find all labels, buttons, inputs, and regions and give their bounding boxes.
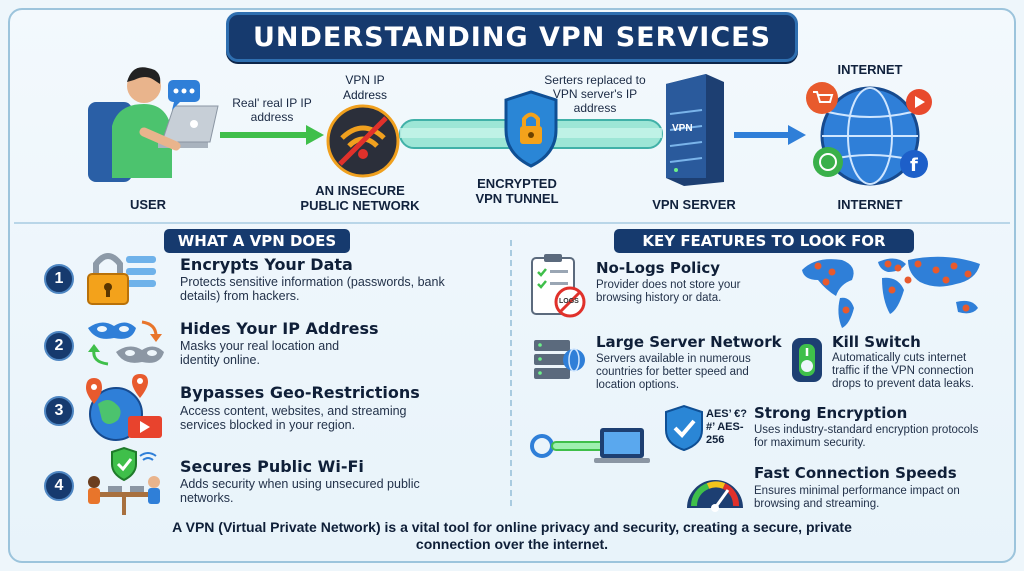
wifi-top-label: VPN IP Address [342,73,388,102]
arrow-user-to-network [220,125,324,145]
svg-text:f: f [910,155,918,176]
item-title-encrypts: Encrypts Your Data [180,255,353,274]
feature-title-server-network: Large Server Network [596,333,782,351]
no-logs-clipboard-icon [531,254,586,318]
what-vpn-does-heading: WHAT A VPN DOES [164,229,350,253]
title-banner: UNDERSTANDING VPN SERVICES [226,12,798,62]
feature-title-encryption: Strong Encryption [754,404,908,422]
item-desc-hides-ip: Masks your real location and identity on… [180,339,340,367]
item-desc-geo: Access content, websites, and streaming … [180,404,407,432]
speedometer-icon [687,480,743,512]
encrypted-tunnel-icon [399,90,663,168]
vpn-server-icon [666,74,724,186]
padlock-icon [87,253,156,305]
mask-icon [88,320,164,366]
user-laptop-icon [88,67,219,182]
aes-label: AES’ €?#’ AES-256 [706,408,747,446]
feature-title-speed: Fast Connection Speeds [754,464,957,482]
wifi-warning-icon [326,104,400,178]
tunnel-top-label: Serters replaced to VPN server's IP addr… [544,73,646,115]
feature-title-nologs: No-Logs Policy [596,259,721,277]
user-label: USER [129,197,167,212]
item-number-1: 1 [44,264,74,294]
internet-globe-icon: f [806,82,932,186]
page-title: UNDERSTANDING VPN SERVICES [252,21,772,53]
server-label: VPN SERVER [652,197,736,212]
feature-desc-speed: Ensures minimal performance impact on br… [754,485,960,510]
server-tag: VPN [672,123,693,134]
internet-top-label: INTERNET [837,62,903,77]
wifi-bottom-label: AN INSECURE PUBLIC NETWORK [300,183,420,213]
public-wifi-icon [88,446,160,515]
feature-desc-server-network: Servers available in numerous countries … [596,353,751,391]
column-divider [510,240,512,510]
feature-desc-encryption: Uses industry-standard encryption protoc… [754,424,979,449]
feature-desc-nologs: Provider does not store your browsing hi… [596,279,741,304]
encryption-shield-icon [665,404,703,452]
item-number-2: 2 [44,331,74,361]
feature-title-kill-switch: Kill Switch [832,333,921,351]
arrow-server-to-internet [734,125,806,145]
section-divider [14,222,1010,224]
world-map-icon [802,256,980,328]
arrow1-note: Real' real IP IP address [232,96,312,124]
encrypted-key-laptop-icon [530,428,650,463]
feature-desc-kill-switch: Automatically cuts internet traffic if t… [832,352,974,390]
geo-globe-icon [86,374,162,441]
item-title-geo: Bypasses Geo-Restrictions [180,383,420,402]
item-desc-wifi: Adds security when using unsecured publi… [180,477,420,505]
internet-bottom-label: INTERNET [837,197,903,212]
server-stack-icon [534,340,585,379]
item-number-3: 3 [44,396,74,426]
item-title-hides-ip: Hides Your IP Address [180,319,379,338]
kill-switch-icon [792,338,822,382]
item-desc-encrypts: Protects sensitive information (password… [180,275,445,303]
footer-summary: A VPN (Virtual Private Network) is a vit… [172,519,852,552]
tunnel-bottom-label: ENCRYPTED VPN TUNNEL [475,176,559,206]
item-number-4: 4 [44,471,74,501]
no-logs-badge: LOGS [559,298,579,305]
item-title-wifi: Secures Public Wi-Fi [180,457,364,476]
key-features-heading: KEY FEATURES TO LOOK FOR [614,229,914,253]
